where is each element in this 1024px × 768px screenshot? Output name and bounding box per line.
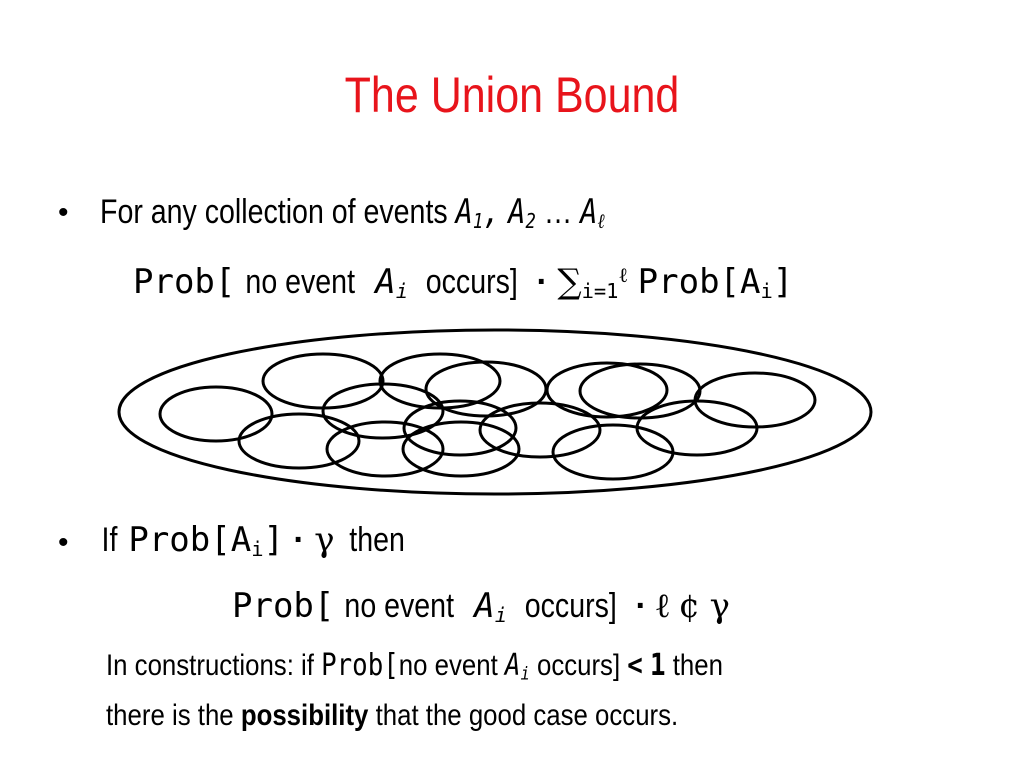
gamma-symbol: γ bbox=[709, 586, 730, 626]
no-event-text: no event bbox=[398, 649, 498, 682]
cent-symbol: ¢ bbox=[678, 586, 701, 626]
event-circle bbox=[321, 382, 445, 440]
bullet2-line1: If Prob[Ai] · γ then bbox=[100, 520, 410, 561]
no-event-text: no event bbox=[245, 263, 356, 301]
event-ai: Ai bbox=[474, 586, 508, 628]
then-text: then bbox=[672, 649, 723, 682]
events-al: Aℓ bbox=[580, 192, 605, 234]
if-text: If bbox=[101, 521, 118, 559]
leq-dot: · bbox=[536, 263, 548, 301]
note-line2-post: that the good case occurs. bbox=[375, 699, 679, 732]
gamma-symbol: γ bbox=[314, 520, 335, 560]
ell-symbol: ℓ bbox=[656, 586, 670, 626]
occurs-text: occurs] bbox=[525, 587, 618, 625]
note-pre: In constructions: if bbox=[106, 649, 314, 682]
event-circle bbox=[402, 399, 518, 457]
event-ai: Ai bbox=[375, 262, 409, 304]
leq-dot: · bbox=[635, 587, 647, 625]
event-circle bbox=[478, 401, 602, 459]
occurs-text: occurs] bbox=[536, 649, 621, 682]
event-circle bbox=[578, 362, 702, 420]
prob-label: Prob[ bbox=[321, 648, 399, 683]
one-value: 1 bbox=[650, 648, 666, 683]
prob-ai: Prob[Ai] bbox=[637, 262, 794, 304]
leq-dot: · bbox=[293, 521, 305, 559]
event-ai: Ai bbox=[504, 648, 530, 685]
note-line1: In constructions: if Prob[no event Ai oc… bbox=[106, 648, 723, 685]
universe-ellipse bbox=[117, 328, 873, 496]
event-circle bbox=[237, 412, 361, 470]
occurs-text: occurs] bbox=[426, 263, 519, 301]
prob-label: Prob[ bbox=[133, 262, 236, 302]
bullet1-lead: For any collection of events bbox=[100, 193, 448, 231]
event-circle bbox=[551, 423, 675, 481]
bullet1-line2: Prob[no event Ai occurs] · ∑i=1ℓ Prob[Ai… bbox=[133, 262, 793, 303]
events-ellipsis: … bbox=[543, 193, 573, 231]
then-text: then bbox=[349, 521, 405, 559]
prob-ai: Prob[Ai] bbox=[128, 520, 284, 562]
note-line2-pre: there is the bbox=[106, 699, 234, 732]
event-circle bbox=[325, 420, 445, 478]
note-line2: there is the possibility that the good c… bbox=[106, 699, 678, 733]
no-event-text: no event bbox=[344, 587, 455, 625]
bullet1-line1: For any collection of events A1, A2 … Aℓ bbox=[100, 192, 605, 234]
events-a1: A1, bbox=[455, 192, 501, 234]
event-circle bbox=[158, 385, 274, 443]
lt-symbol: < bbox=[627, 648, 643, 683]
event-circle bbox=[401, 420, 521, 478]
possibility-text: possibility bbox=[240, 699, 369, 732]
events-a2: A2 bbox=[508, 192, 536, 234]
slide-title: The Union Bound bbox=[344, 67, 680, 123]
sum-symbol: ∑i=1ℓ bbox=[557, 262, 629, 304]
event-circle bbox=[545, 361, 669, 419]
bullet2-line2: Prob[no event Ai occurs] · ℓ ¢ γ bbox=[232, 586, 730, 627]
bullet-marker: • bbox=[58, 526, 69, 559]
prob-label: Prob[ bbox=[232, 586, 335, 626]
event-circle bbox=[261, 352, 385, 410]
bullet-marker: • bbox=[58, 196, 69, 229]
